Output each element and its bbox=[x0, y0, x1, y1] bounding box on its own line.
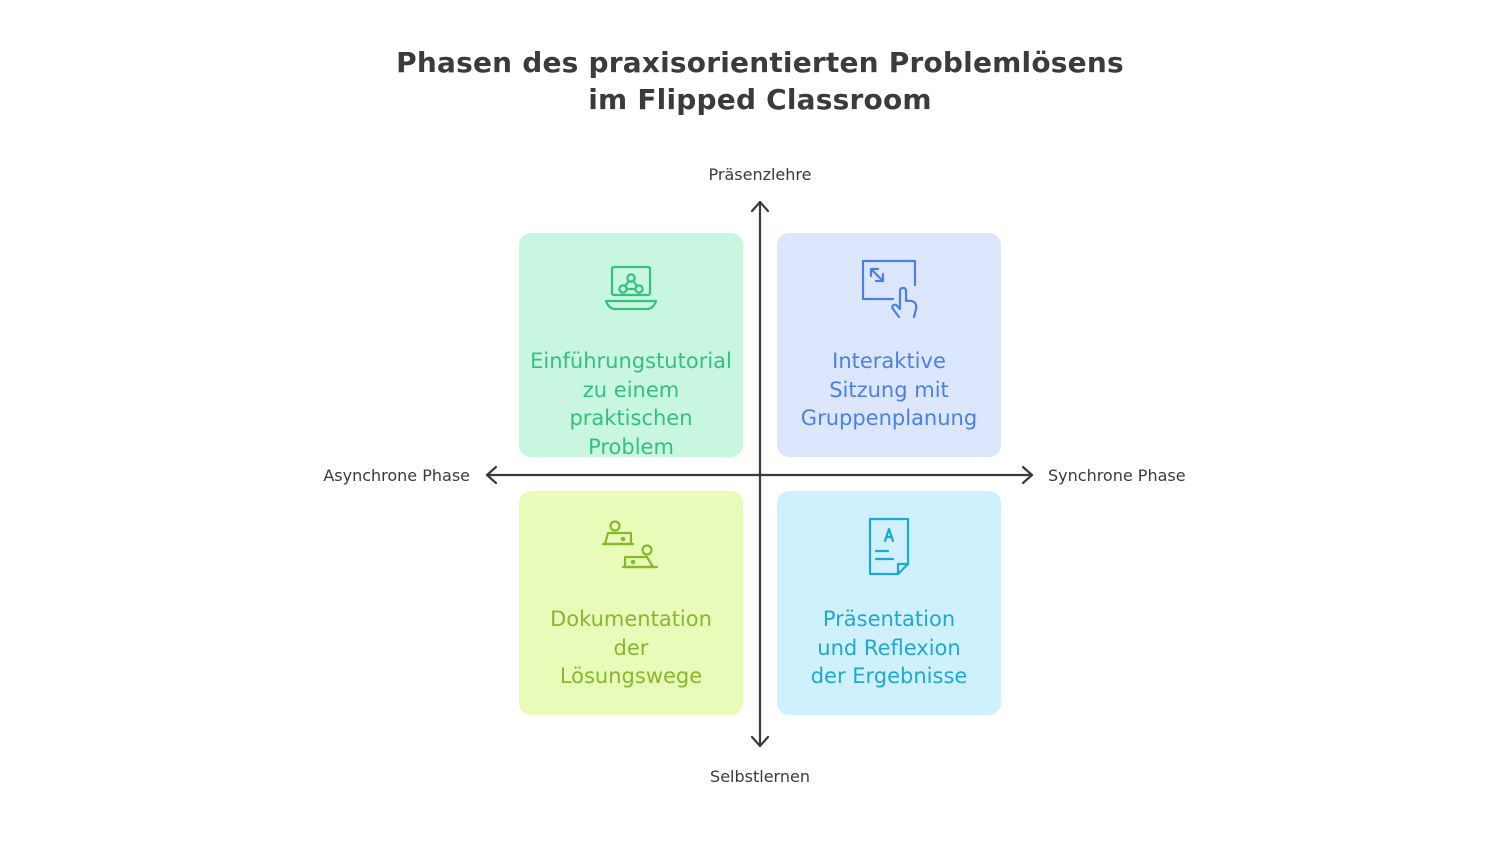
quadrant-top-left-text: Einführungstutorial zu einem praktischen… bbox=[513, 347, 749, 461]
quadrant-text-line: und Reflexion bbox=[817, 635, 961, 660]
quadrant-text-line: Gruppenplanung bbox=[800, 406, 978, 430]
axis-arrow-left-icon bbox=[485, 465, 498, 485]
axis-label-left: Asynchrone Phase bbox=[323, 466, 470, 485]
axis-label-right: Synchrone Phase bbox=[1048, 466, 1186, 485]
touch-screen-icon bbox=[861, 259, 918, 319]
quadrant-text-line: Einführungstutorial bbox=[530, 349, 732, 373]
title-line-1: Phasen des praxisorientierten Problemlös… bbox=[396, 46, 1124, 79]
quadrant-text-line: Problem bbox=[588, 434, 674, 459]
quadrant-bottom-right-text: Präsentation und Reflexion der Ergebniss… bbox=[771, 605, 1007, 691]
axis-arrow-down-icon bbox=[750, 735, 770, 748]
quadrant-bottom-left: Dokumentation der Lösungswege bbox=[519, 491, 743, 715]
quadrant-text-line: zu einem bbox=[582, 377, 680, 402]
laptop-people-icon bbox=[604, 265, 658, 311]
axis-arrow-up-icon bbox=[750, 200, 770, 213]
diagram-title: Phasen des praxisorientierten Problemlös… bbox=[0, 44, 1506, 118]
graded-document-icon bbox=[868, 517, 910, 576]
axis-arrow-right-icon bbox=[1021, 465, 1034, 485]
people-laptops-icon bbox=[601, 520, 659, 569]
quadrant-text-line: Interaktive bbox=[832, 349, 946, 373]
quadrant-top-left: Einführungstutorial zu einem praktischen… bbox=[519, 233, 743, 459]
quadrant-text-line: Präsentation bbox=[822, 607, 956, 631]
quadrant-top-right-text: Interaktive Sitzung mit Gruppenplanung bbox=[771, 347, 1007, 433]
quadrant-bottom-left-text: Dokumentation der Lösungswege bbox=[513, 605, 749, 691]
quadrant-text-line: Sitzung mit bbox=[829, 377, 949, 402]
axis-label-bottom: Selbstlernen bbox=[710, 767, 810, 786]
quadrant-text-line: der bbox=[613, 635, 649, 660]
quadrant-text-line: Lösungswege bbox=[559, 664, 703, 688]
quadrant-top-right: Interaktive Sitzung mit Gruppenplanung bbox=[777, 233, 1001, 457]
quadrant-text-line: der Ergebnisse bbox=[810, 664, 968, 688]
quadrant-text-line: praktischen bbox=[569, 406, 693, 430]
axis-label-top: Präsenzlehre bbox=[708, 165, 812, 184]
quadrant-bottom-right: Präsentation und Reflexion der Ergebniss… bbox=[777, 491, 1001, 715]
quadrant-text-line: Dokumentation bbox=[550, 607, 712, 631]
title-line-2: im Flipped Classroom bbox=[588, 83, 932, 116]
